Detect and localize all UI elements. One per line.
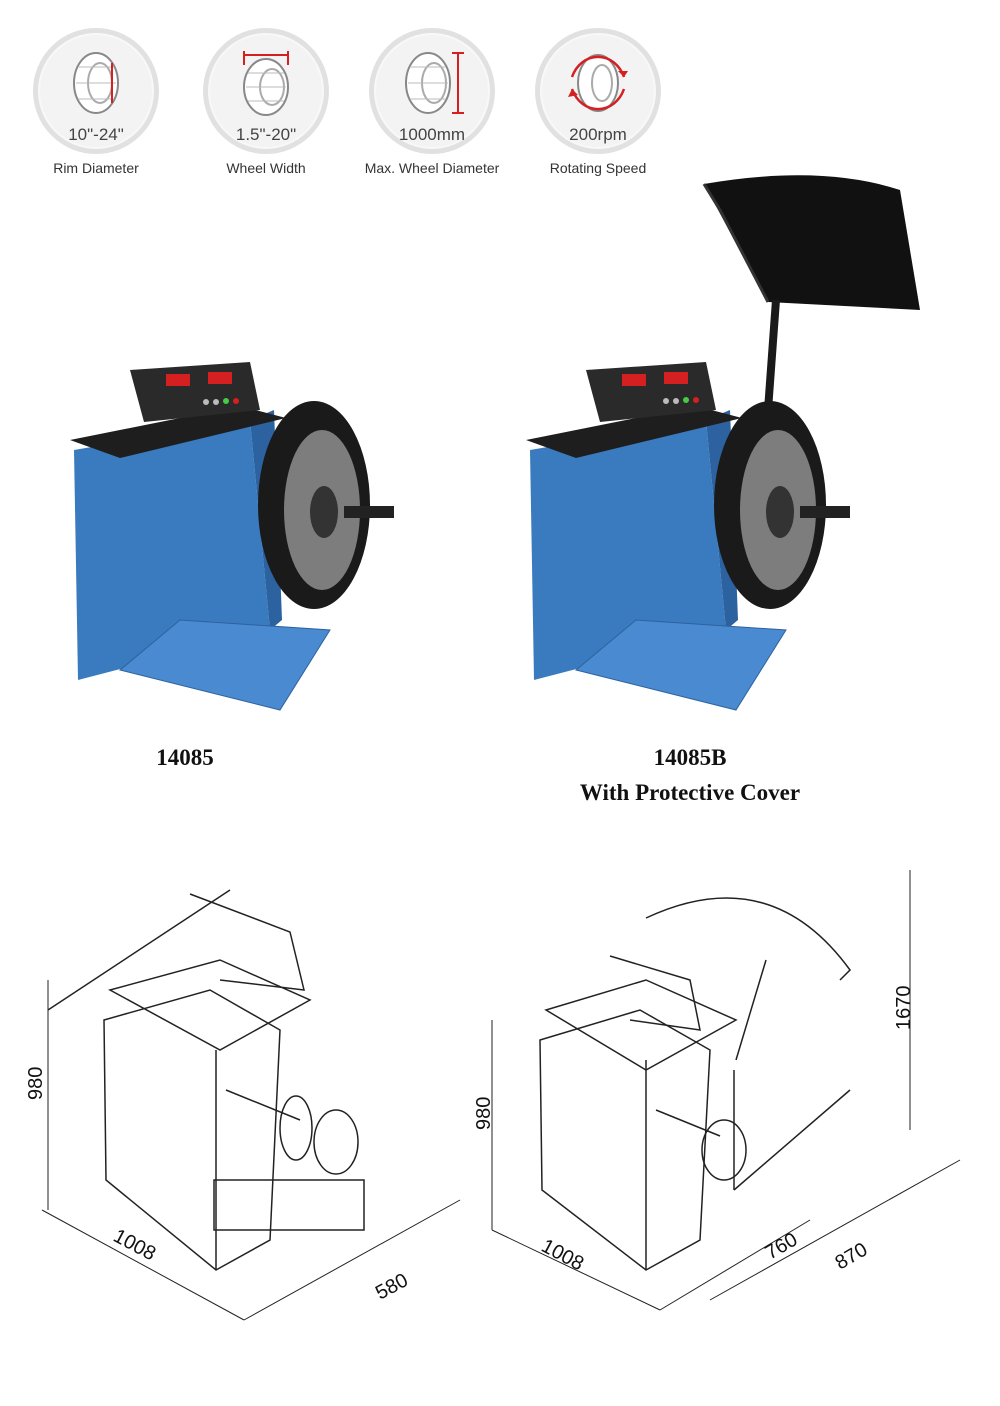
model-subtitle: With Protective Cover [579,780,801,805]
dim-width: 580 [372,1269,412,1304]
spec-rim-diameter: 10"-24" Rim Diameter [26,28,166,176]
wheel-balancer-photo-14085 [70,362,394,711]
spec-rotating-speed: 200rpm Rotating Speed [528,28,668,176]
spec-ring: 1.5"-20" [203,28,329,154]
dimension-drawing-14085b: 980 1008 760 870 1670 [473,870,961,1311]
model-code-14085b: 14085B [653,745,727,770]
dim-width: 760 [762,1229,802,1265]
spec-value: 10"-24" [68,125,124,144]
spec-value: 200rpm [569,125,627,144]
spec-ring: 10"-24" [33,28,159,154]
spec-label: Rim Diameter [53,160,139,176]
rim-diameter-icon [73,52,119,114]
spec-label: Max. Wheel Diameter [364,160,500,176]
wheel-balancer-photo-14085b [526,175,920,711]
spec-label: Wheel Width [226,160,306,176]
dim-height: 980 [25,1067,47,1100]
rotating-speed-icon [568,54,628,112]
dim-total-width: 870 [832,1239,872,1275]
spec-value: 1.5"-20" [235,125,297,144]
dim-depth: 1008 [110,1225,160,1265]
spec-label: Rotating Speed [549,160,647,176]
dim-height: 980 [473,1097,495,1130]
spec-ring: 200rpm [535,28,661,154]
spec-max-wheel-diameter: 1000mm Max. Wheel Diameter [362,28,502,176]
max-wheel-diameter-icon [405,52,464,114]
dimension-drawing-14085: 980 1008 580 [25,889,461,1321]
model-code-14085: 14085 [156,745,214,770]
dim-cover-height: 1670 [893,986,915,1031]
spec-ring: 1000mm [369,28,495,154]
wheel-width-icon [243,51,289,116]
dim-depth: 1008 [538,1235,588,1275]
spec-wheel-width: 1.5"-20" Wheel Width [196,28,336,176]
spec-value: 1000mm [398,125,466,144]
